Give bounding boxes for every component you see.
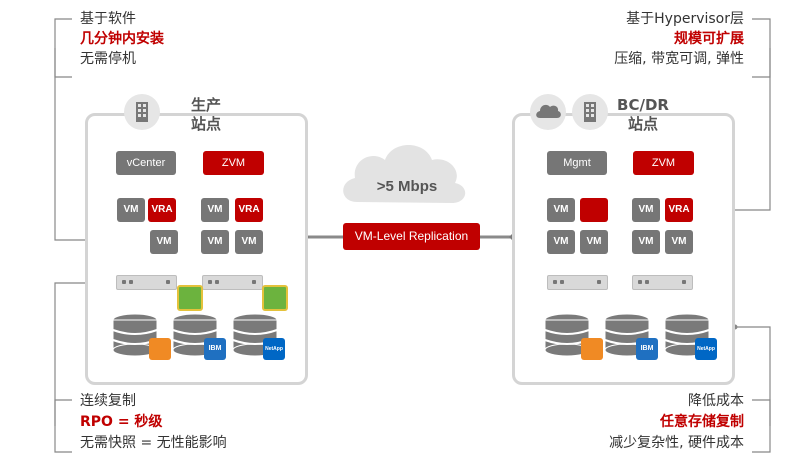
dr-building-badge (572, 94, 608, 130)
top-left-bracket (54, 18, 72, 78)
top-right-line1: 基于Hypervisor层 (626, 11, 744, 27)
bottom-right-bracket (752, 399, 771, 453)
prod-storage-logo-orange (149, 338, 171, 360)
bottom-left-line3: 无需快照 = 无性能影响 (80, 435, 227, 451)
bottom-right-line3: 减少复杂性, 硬件成本 (609, 435, 744, 451)
prod-storage-logo-ibm: IBM (204, 338, 226, 360)
prod-vm-3[interactable]: VM (201, 198, 229, 222)
dr-vra-2[interactable]: VRA (665, 198, 693, 222)
prod-vra-1[interactable]: VRA (148, 198, 176, 222)
dr-vm-1[interactable]: VM (547, 198, 575, 222)
dr-vm-2[interactable]: VM (547, 230, 575, 254)
prod-vm-5[interactable]: VM (235, 230, 263, 254)
dr-cloud-badge (530, 94, 566, 130)
bottom-right-line1: 降低成本 (688, 393, 744, 409)
dr-vm-4[interactable]: VM (632, 198, 660, 222)
vcenter-box[interactable]: vCenter (116, 151, 176, 175)
mgmt-box[interactable]: Mgmt (547, 151, 607, 175)
replication-label[interactable]: VM-Level Replication (343, 223, 480, 250)
dr-storage-array (544, 313, 710, 357)
bottom-left-line2: RPO = 秒级 (80, 414, 163, 430)
prod-vm-4[interactable]: VM (201, 230, 229, 254)
dr-storage-logo-orange (581, 338, 603, 360)
building-icon (584, 102, 596, 122)
building-icon (136, 102, 148, 122)
prod-vm-1[interactable]: VM (117, 198, 145, 222)
production-site-label-line2: 站点 (190, 115, 221, 133)
cloud-icon (343, 145, 466, 203)
prod-vmware-icon-1 (177, 285, 203, 311)
bottom-right-leader (735, 326, 771, 426)
bottom-left-line1: 连续复制 (80, 393, 136, 409)
prod-host-1 (116, 275, 177, 290)
dr-vm-5[interactable]: VM (632, 230, 660, 254)
prod-vm-2[interactable]: VM (150, 230, 178, 254)
dr-site-label-line1: BC/DR (617, 96, 669, 114)
prod-vra-2[interactable]: VRA (235, 198, 263, 222)
top-right-bracket (752, 18, 771, 78)
dr-zvm-box[interactable]: ZVM (633, 151, 694, 175)
top-left-line1: 基于软件 (80, 11, 136, 27)
dr-storage-logo-netapp: NetApp (695, 338, 717, 360)
dr-vm-6[interactable]: VM (665, 230, 693, 254)
prod-zvm-box[interactable]: ZVM (203, 151, 264, 175)
prod-host-2 (202, 275, 263, 290)
dr-storage-logo-ibm: IBM (636, 338, 658, 360)
bandwidth-label: >5 Mbps (376, 178, 438, 195)
dr-host-1 (547, 275, 608, 290)
top-left-line3: 无需停机 (80, 51, 136, 67)
cloud-badge-icon (536, 104, 561, 118)
top-right-line2: 规模可扩展 (674, 31, 744, 47)
dr-vm-3[interactable]: VM (580, 230, 608, 254)
dr-vra-1[interactable] (580, 198, 608, 222)
dr-site-label-line2: 站点 (627, 115, 658, 133)
bottom-right-line2: 任意存储复制 (660, 414, 744, 430)
top-left-line2: 几分钟内安装 (80, 31, 164, 47)
bottom-left-bracket (54, 399, 72, 453)
dr-host-2 (632, 275, 693, 290)
top-right-line3: 压缩, 带宽可调, 弹性 (614, 51, 744, 67)
production-site-label-line1: 生产 (190, 96, 221, 114)
production-building-badge (124, 94, 160, 130)
prod-storage-logo-netapp: NetApp (263, 338, 285, 360)
prod-vmware-icon-2 (262, 285, 288, 311)
